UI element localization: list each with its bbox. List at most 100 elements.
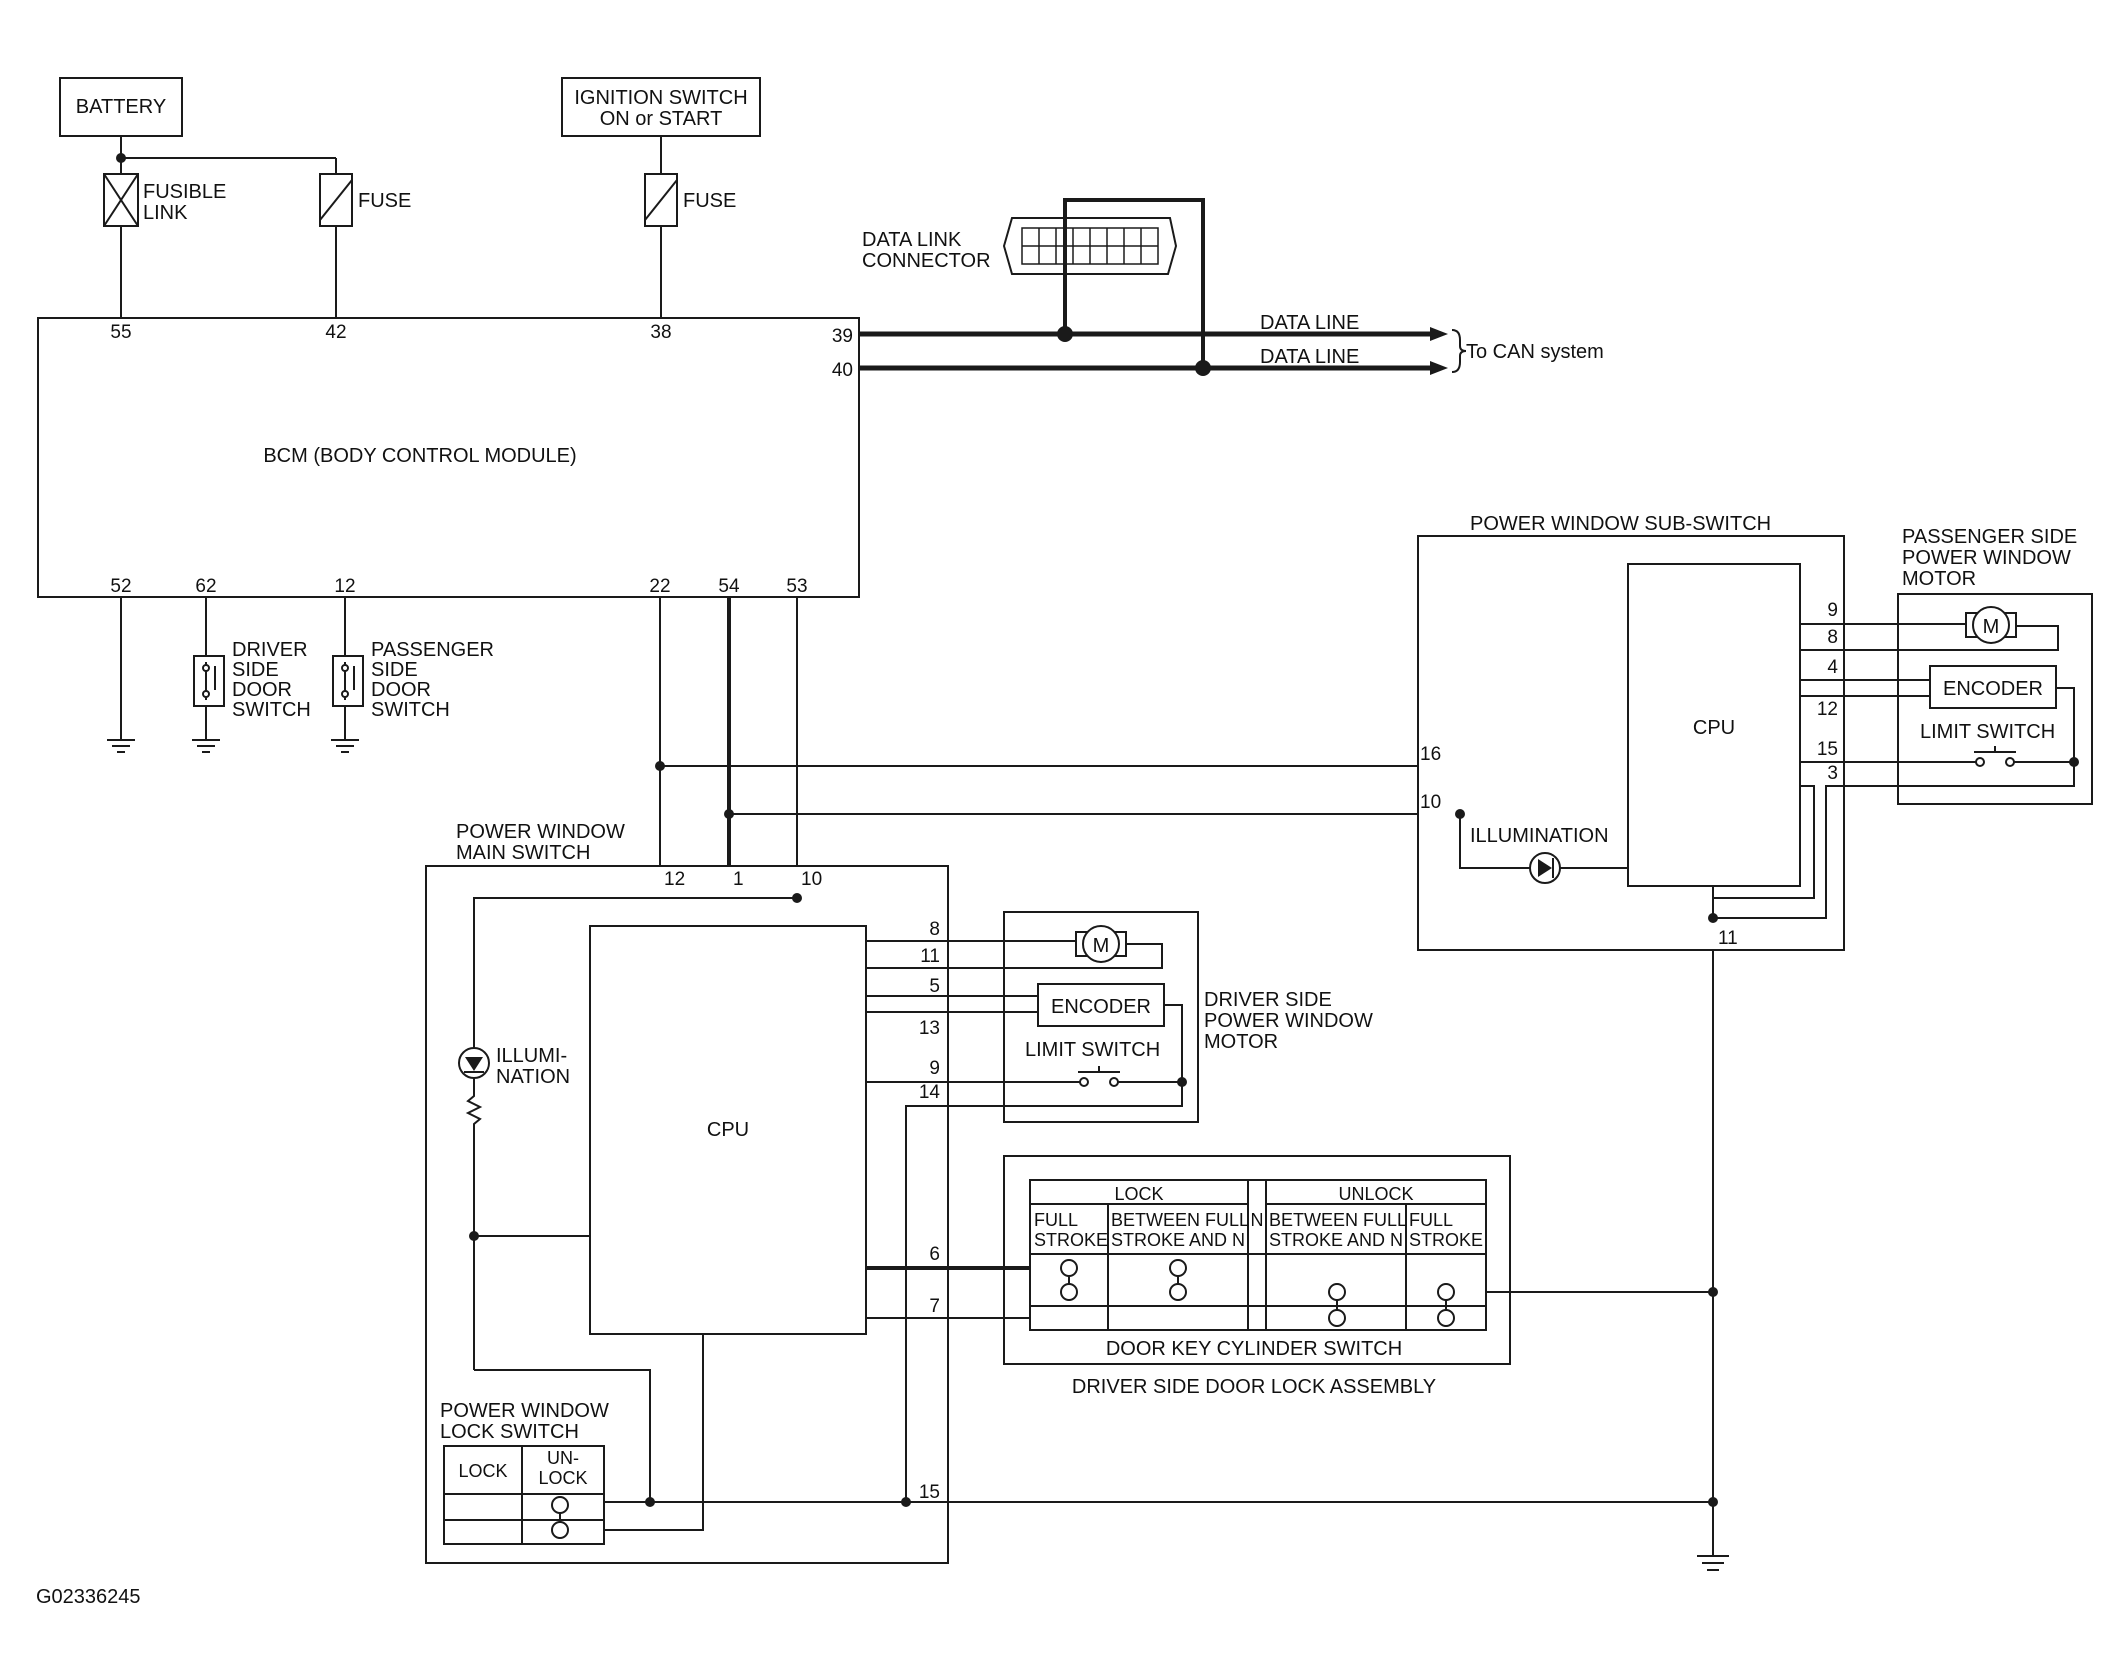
- figure-id: G02336245: [36, 1586, 141, 1608]
- sub-illumination-led: [1529, 852, 1561, 884]
- main-switch-title-2: MAIN SWITCH: [456, 842, 590, 864]
- kc-lock-label: LOCK: [1114, 1184, 1163, 1204]
- data-link-connector: DATA LINK CONNECTOR: [862, 217, 1178, 275]
- lock-switch-lock-label: LOCK: [458, 1461, 507, 1481]
- fuse-label-42: FUSE: [358, 190, 411, 212]
- bcm-pin-38: 38: [650, 322, 671, 343]
- kc-n: N: [1251, 1210, 1264, 1230]
- battery-box: BATTERY: [59, 77, 183, 137]
- sub-pin-8: 8: [1827, 627, 1838, 648]
- bcm-title: BCM (BODY CONTROL MODULE): [263, 445, 576, 467]
- bcm-pin-39: 39: [832, 326, 853, 347]
- kc-title: DOOR KEY CYLINDER SWITCH: [1106, 1338, 1402, 1360]
- driver-encoder-label: ENCODER: [1051, 996, 1151, 1018]
- sub-pin-10: 10: [1420, 792, 1441, 813]
- bcm-pin-22: 22: [649, 576, 670, 597]
- passenger-door-label-1: PASSENGER: [371, 639, 494, 661]
- bcm-box: BCM (BODY CONTROL MODULE) 55 42 38 39 40…: [37, 317, 860, 598]
- driver-encoder: ENCODER: [1037, 983, 1165, 1027]
- main-pin-10: 10: [801, 869, 822, 890]
- bcm-pin-42: 42: [325, 322, 346, 343]
- passenger-door-label-3: DOOR: [371, 679, 431, 701]
- main-pin-7: 7: [929, 1296, 940, 1317]
- ground-62: [192, 739, 220, 753]
- ignition-label-2: ON or START: [600, 108, 723, 130]
- main-illum-label-1: ILLUMI-: [496, 1045, 567, 1067]
- driver-limit-switch: [1078, 1066, 1120, 1087]
- sub-pin-9: 9: [1827, 600, 1838, 621]
- main-pin-1: 1: [733, 869, 744, 890]
- bcm-pin-54: 54: [718, 576, 740, 597]
- lock-switch-title-2: LOCK SWITCH: [440, 1421, 579, 1443]
- driver-door-label-3: DOOR: [232, 679, 292, 701]
- ground-common: [1697, 1555, 1729, 1571]
- ground-12: [331, 739, 359, 753]
- passenger-encoder-label: ENCODER: [1943, 678, 2043, 700]
- passenger-limit-switch: [1974, 746, 2016, 767]
- sub-pin-15: 15: [1817, 739, 1838, 760]
- fusible-label-2: LINK: [143, 202, 188, 224]
- main-pin-9: 9: [929, 1058, 940, 1079]
- driver-motor-title-3: MOTOR: [1204, 1031, 1278, 1053]
- kc-unlock-label: UNLOCK: [1338, 1184, 1413, 1204]
- bcm-pin-12: 12: [334, 576, 355, 597]
- main-pin-6: 6: [929, 1244, 940, 1265]
- lock-switch: POWER WINDOW LOCK SWITCH LOCK UN- LOCK: [440, 1400, 609, 1545]
- main-pin-11: 11: [920, 946, 940, 967]
- lock-switch-unlock-2: LOCK: [538, 1468, 587, 1488]
- bcm-pin-55: 55: [110, 322, 131, 343]
- driver-motor-title-1: DRIVER SIDE: [1204, 989, 1332, 1011]
- key-cylinder-table: LOCK UNLOCK FULL STROKE BETWEEN FULL STR…: [1029, 1179, 1487, 1360]
- fusible-link: FUSIBLE LINK: [103, 173, 226, 227]
- main-switch-title-1: POWER WINDOW: [456, 821, 625, 843]
- driver-limit-label: LIMIT SWITCH: [1025, 1039, 1160, 1061]
- bcm-pin-52: 52: [110, 576, 131, 597]
- driver-door-label-4: SWITCH: [232, 699, 311, 721]
- driver-motor-m: M: [1093, 935, 1110, 957]
- main-pin-8: 8: [929, 919, 940, 940]
- passenger-door-label-4: SWITCH: [371, 699, 450, 721]
- sub-pin-3: 3: [1827, 763, 1838, 784]
- sub-illum-label: ILLUMINATION: [1470, 825, 1609, 847]
- sub-cpu-label: CPU: [1693, 717, 1735, 739]
- sub-cpu: CPU: [1627, 563, 1801, 887]
- kc-between1-b: STROKE AND N: [1111, 1230, 1245, 1250]
- driver-motor-title-2: POWER WINDOW: [1204, 1010, 1373, 1032]
- main-pin-5: 5: [929, 976, 940, 997]
- battery-label: BATTERY: [76, 96, 166, 118]
- ground-52: [107, 739, 135, 753]
- main-pin-15: 15: [919, 1482, 940, 1503]
- driver-motor: M: [1075, 925, 1127, 963]
- sub-pin-16: 16: [1420, 744, 1441, 765]
- door-lock-assembly-label: DRIVER SIDE DOOR LOCK ASSEMBLY: [1072, 1376, 1436, 1398]
- sub-pin-4: 4: [1827, 657, 1838, 678]
- driver-door-label-2: SIDE: [232, 659, 279, 681]
- main-pin-14: 14: [919, 1082, 941, 1103]
- main-cpu: CPU: [589, 925, 867, 1335]
- passenger-motor-title-3: MOTOR: [1902, 568, 1976, 590]
- sub-switch-title: POWER WINDOW SUB-SWITCH: [1470, 513, 1771, 535]
- main-cpu-label: CPU: [707, 1119, 749, 1141]
- fusible-label-1: FUSIBLE: [143, 181, 226, 203]
- main-illumination-led: ILLUMI- NATION: [458, 1045, 570, 1088]
- fuse-38: FUSE: [644, 173, 736, 227]
- kc-full1-a: FULL: [1034, 1210, 1078, 1230]
- passenger-limit-label: LIMIT SWITCH: [1920, 721, 2055, 743]
- data-line-label-1: DATA LINE: [1260, 312, 1359, 334]
- main-illum-label-2: NATION: [496, 1066, 570, 1088]
- dlc-label-1: DATA LINK: [862, 229, 962, 251]
- kc-full2-b: STROKE: [1409, 1230, 1483, 1250]
- kc-full2-a: FULL: [1409, 1210, 1453, 1230]
- kc-between1-a: BETWEEN FULL: [1111, 1210, 1249, 1230]
- bcm-pin-40: 40: [832, 360, 853, 381]
- kc-between2-b: STROKE AND N: [1269, 1230, 1403, 1250]
- lock-switch-unlock-1: UN-: [547, 1448, 579, 1468]
- main-pin-13: 13: [919, 1018, 940, 1039]
- main-pin-12: 12: [664, 869, 685, 890]
- driver-door-label-1: DRIVER: [232, 639, 308, 661]
- bcm-pin-53: 53: [786, 576, 807, 597]
- bcm-pin-62: 62: [195, 576, 216, 597]
- lock-switch-title-1: POWER WINDOW: [440, 1400, 609, 1422]
- passenger-door-label-2: SIDE: [371, 659, 418, 681]
- passenger-motor-title-2: POWER WINDOW: [1902, 547, 2071, 569]
